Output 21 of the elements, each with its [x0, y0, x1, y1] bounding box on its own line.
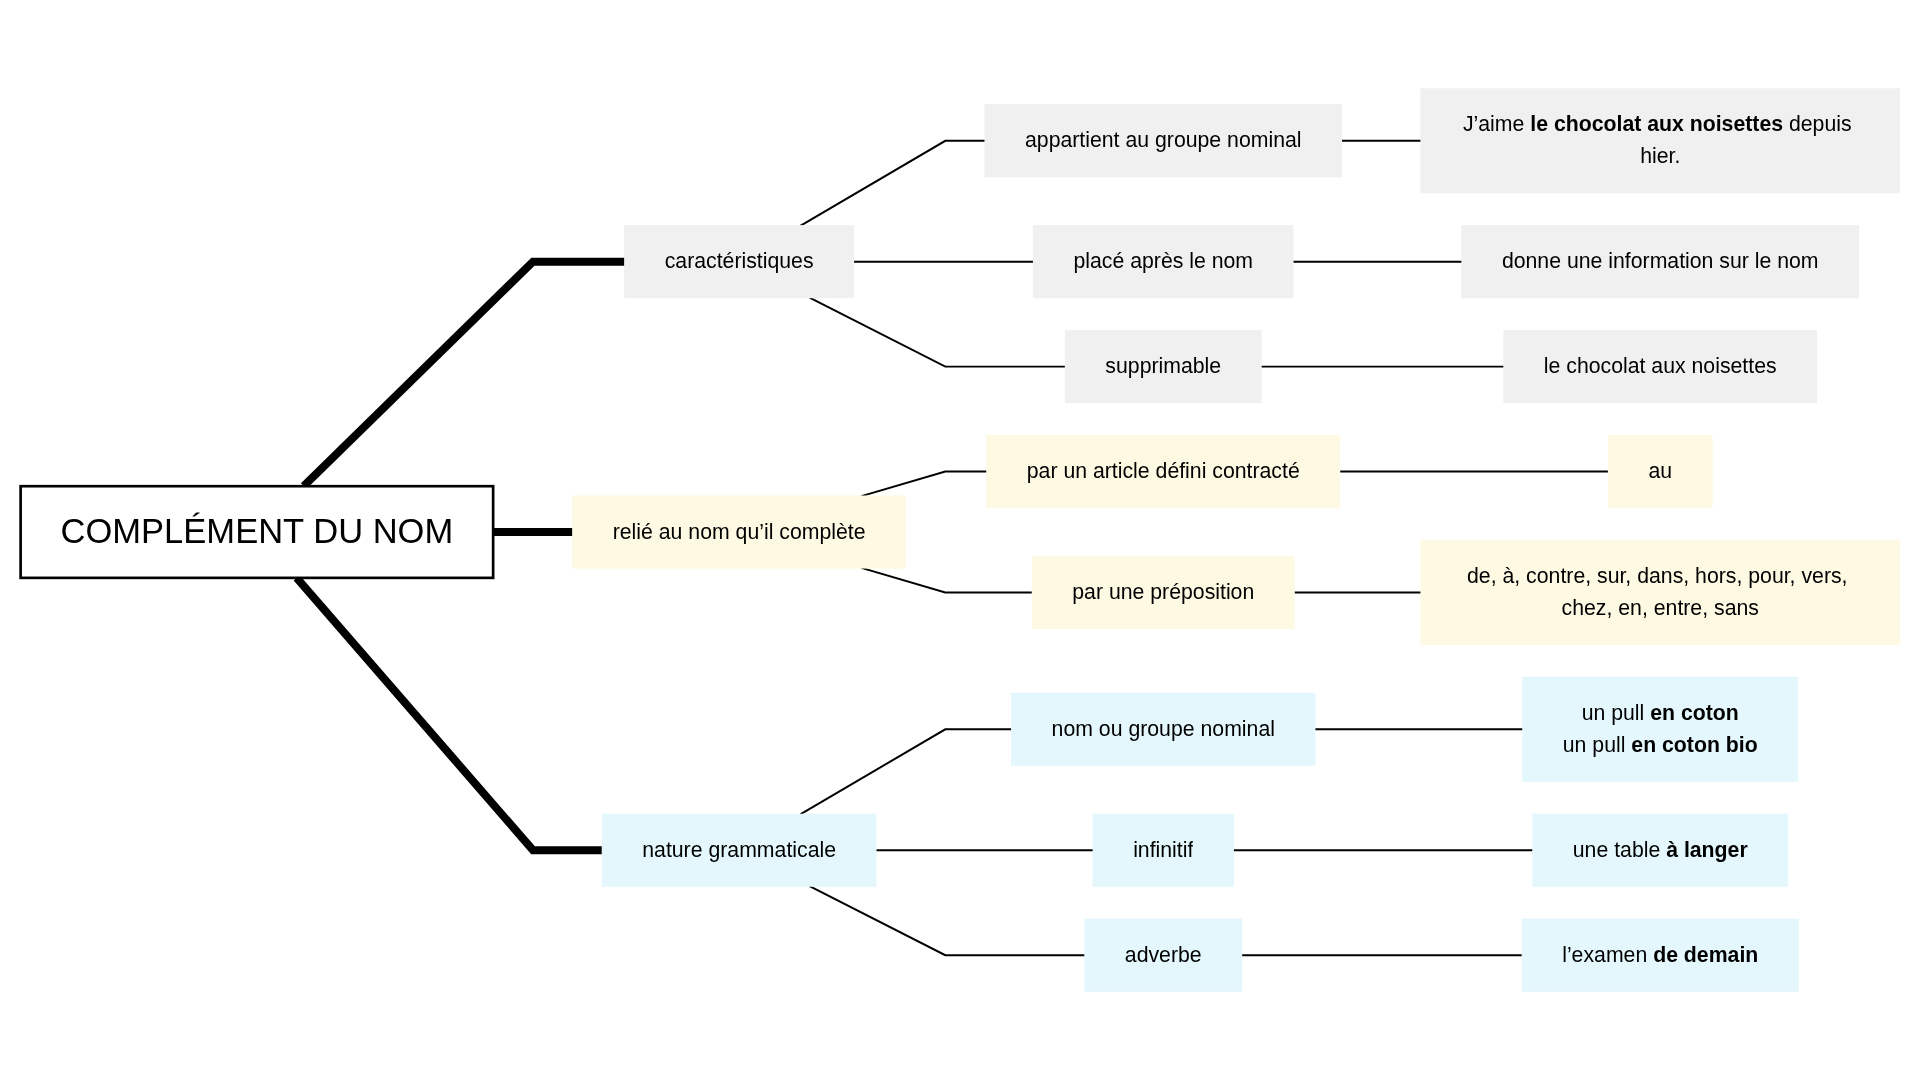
node-box: par une préposition: [1031, 555, 1295, 629]
node-box: nature grammaticale: [601, 813, 877, 887]
node-box: un pull en coton un pull en coton bio: [1522, 676, 1799, 782]
connector: [493, 528, 573, 536]
node-box: au: [1607, 435, 1713, 509]
node-box: supprimable: [1064, 330, 1262, 404]
node-box: infinitif: [1092, 813, 1234, 887]
node-box: nom ou groupe nominal: [1011, 692, 1316, 766]
node-box: placé après le nom: [1032, 225, 1294, 299]
node-box: COMPLÉMENT DU NOM: [19, 484, 495, 580]
node-box: donne une information sur le nom: [1461, 225, 1860, 299]
node-box: J’aime le chocolat aux noisettes depuis hier.: [1420, 88, 1901, 194]
node-box: relié au nom qu’il complète: [572, 495, 907, 569]
node-box: de, à, contre, sur, dans, hors, pour, vers, chez, en, entre, sans: [1420, 540, 1901, 645]
node-box: l’examen de demain: [1521, 918, 1799, 992]
node-box: caractéristiques: [624, 225, 855, 299]
node-box: par un article défini contracté: [986, 435, 1341, 509]
node-box: appartient au groupe nominal: [984, 104, 1343, 178]
node-box: adverbe: [1084, 918, 1243, 992]
node-box: le chocolat aux noisettes: [1503, 330, 1818, 404]
node-box: une table à langer: [1532, 813, 1789, 887]
